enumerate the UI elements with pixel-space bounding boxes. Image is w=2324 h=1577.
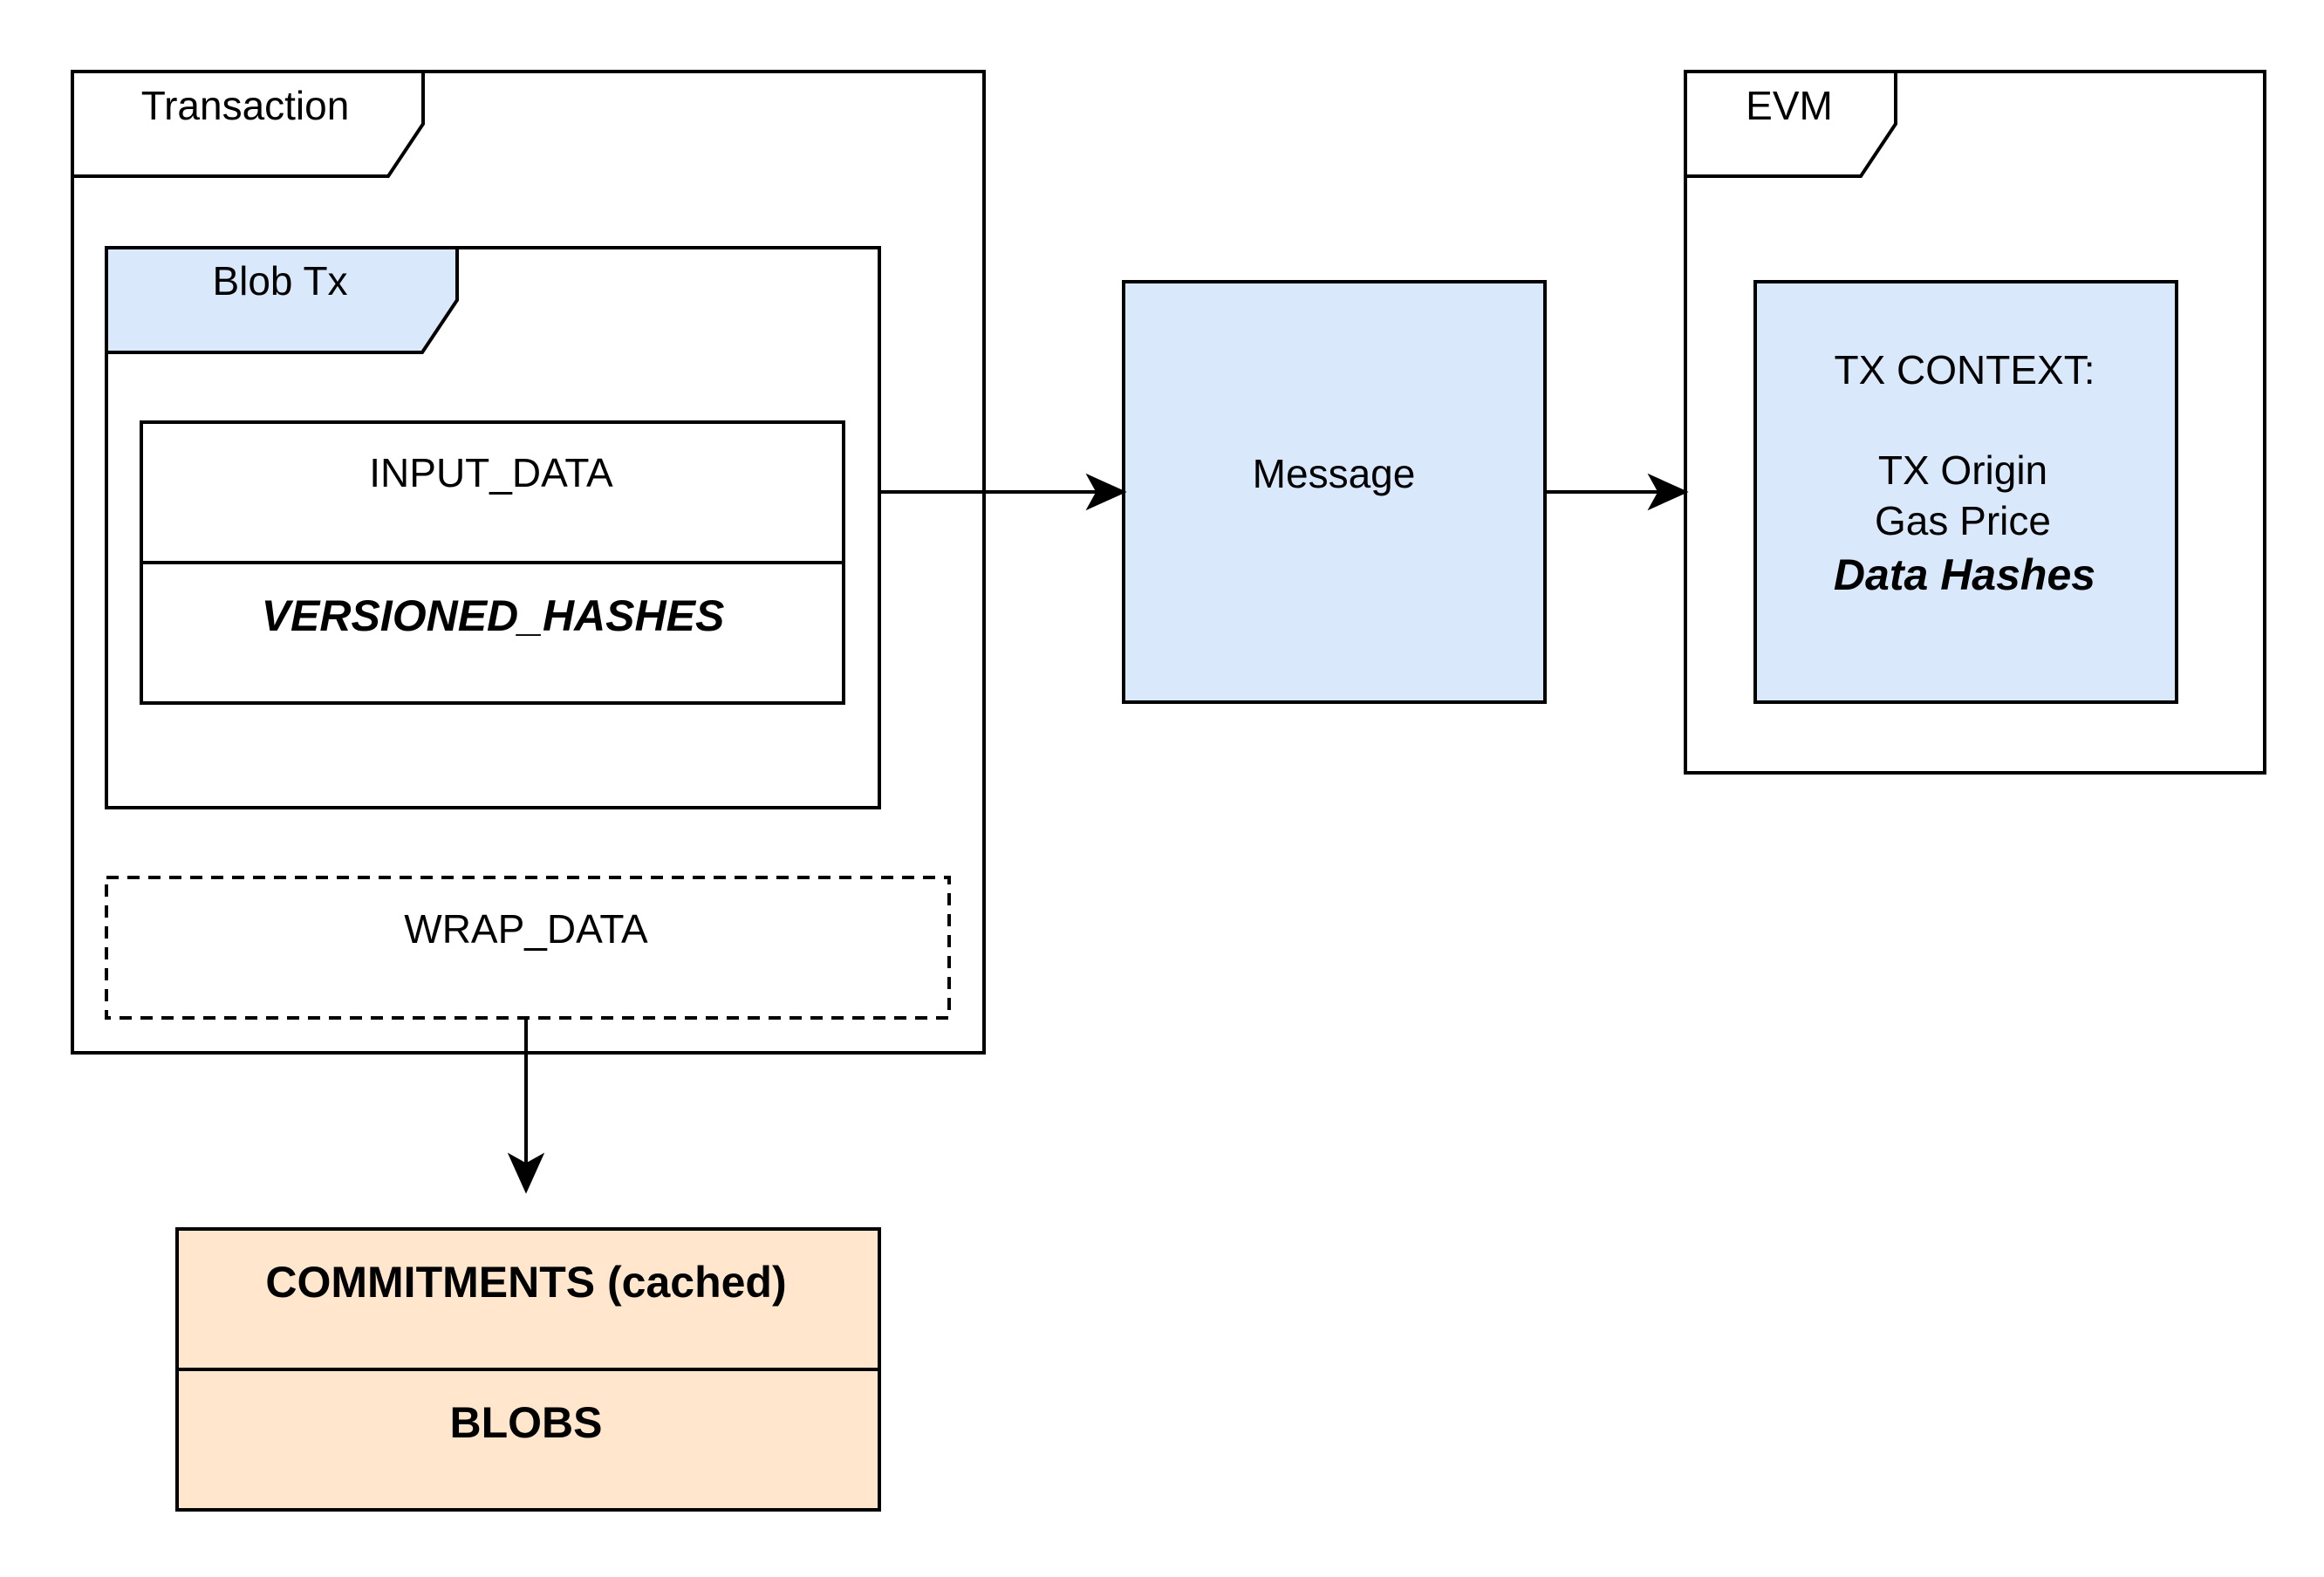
- blob-tx-title: Blob Tx: [212, 258, 347, 304]
- arrow-blobtx-to-message-head: [1085, 473, 1127, 511]
- commitments-row: [175, 1227, 881, 1371]
- tx-origin-label: TX Origin: [1878, 447, 2047, 493]
- gas-price-label: Gas Price: [1875, 498, 2051, 543]
- wrap-data-border: [105, 876, 951, 1020]
- tx-context-box: TX CONTEXT: TX Origin Gas Price Data Has…: [1753, 280, 2178, 704]
- message-label: Message: [1253, 451, 1416, 496]
- tx-context-border: [1753, 280, 2178, 704]
- transaction-title: Transaction: [141, 83, 350, 128]
- blobs-row: [175, 1368, 881, 1512]
- arrow-wrapdata-to-storage-head: [507, 1152, 545, 1194]
- input-data-row: [140, 420, 845, 564]
- tx-context-heading: TX CONTEXT:: [1834, 347, 2095, 393]
- commitments-label: COMMITMENTS (cached): [265, 1258, 786, 1307]
- evm-title-tab: [1684, 70, 1897, 178]
- storage-table: COMMITMENTS (cached) BLOBS: [175, 1227, 881, 1512]
- connectors: [507, 473, 1689, 1194]
- versioned-hashes-label: VERSIONED_HASHES: [262, 591, 725, 640]
- wrap-data-box: WRAP_DATA: [105, 876, 951, 1020]
- input-data-label: INPUT_DATA: [369, 450, 613, 495]
- wrap-data-label: WRAP_DATA: [404, 906, 648, 952]
- blobs-label: BLOBS: [450, 1398, 603, 1447]
- transaction-title-tab: [71, 70, 425, 178]
- blob-tx-title-tab: [105, 246, 459, 354]
- blob-tx-frame: Blob Tx INPUT_DATA VERSIONED_HASHES: [105, 246, 881, 809]
- arrow-message-to-evm-head: [1647, 473, 1689, 511]
- evm-title: EVM: [1746, 83, 1833, 128]
- blob-tx-fields: INPUT_DATA VERSIONED_HASHES: [140, 420, 845, 705]
- evm-frame: EVM TX CONTEXT: TX Origin Gas Price Data…: [1684, 70, 2266, 775]
- message-box: Message: [1122, 280, 1547, 704]
- data-hashes-label: Data Hashes: [1834, 550, 2095, 599]
- message-box-border: [1122, 280, 1547, 704]
- versioned-hashes-row: [140, 561, 845, 705]
